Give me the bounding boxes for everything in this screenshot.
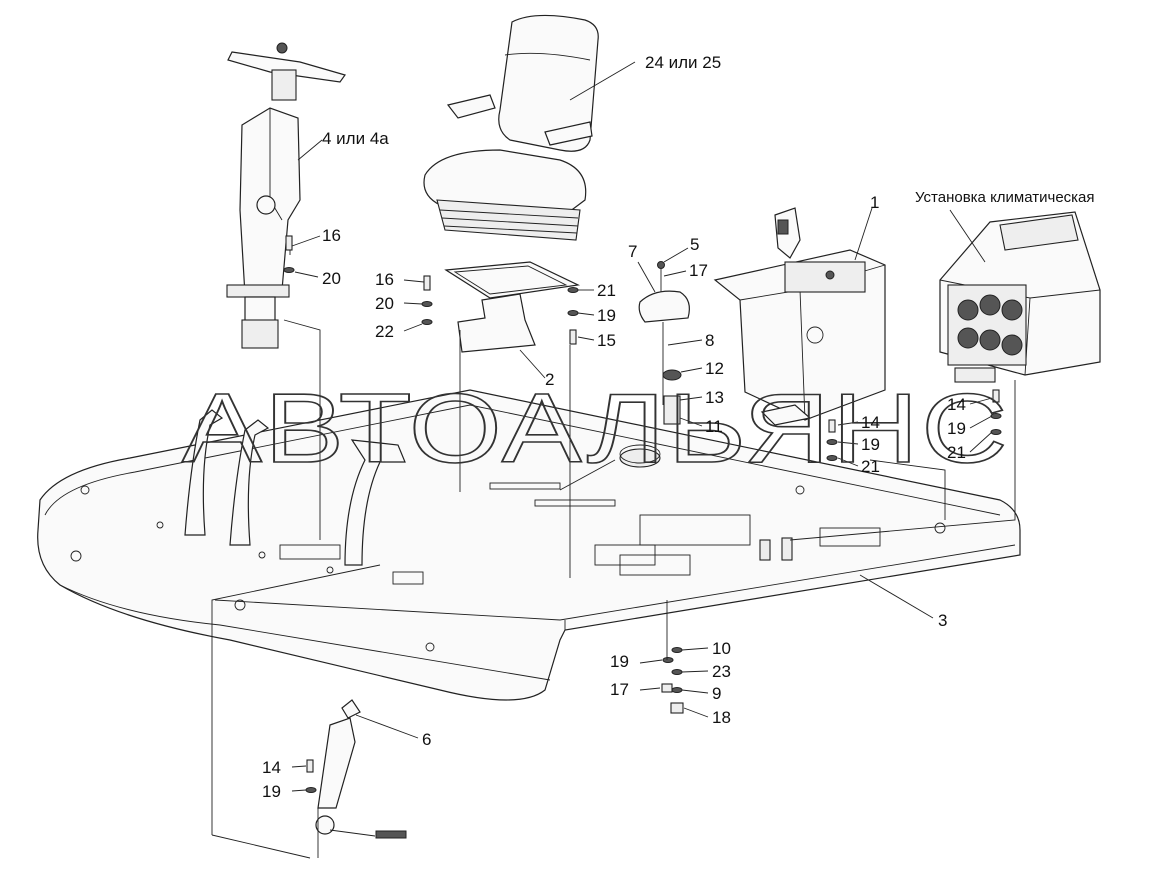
- callout-11: 11: [705, 417, 723, 436]
- cab-floor-platform: [37, 389, 1021, 701]
- callout-20b: 20: [375, 294, 394, 313]
- callout-14b: 14: [947, 395, 966, 414]
- control-console: [713, 207, 886, 426]
- callout-5: 5: [690, 235, 699, 254]
- callout-24-or-25: 24 или 25: [645, 53, 721, 72]
- callout-14a: 14: [861, 413, 880, 432]
- callout-16b: 16: [375, 270, 394, 289]
- callout-19c: 19: [947, 419, 966, 438]
- callout-16a: 16: [322, 226, 341, 245]
- callout-4-or-4a: 4 или 4а: [322, 129, 389, 148]
- projection-lines: [211, 319, 1016, 859]
- climate-unit: [939, 211, 1101, 383]
- callout-12: 12: [705, 359, 724, 378]
- callout-climate-unit: Установка климатическая: [915, 189, 1095, 206]
- callout-17a: 17: [689, 261, 708, 280]
- callout-21a: 21: [597, 281, 616, 300]
- small-parts: [619, 261, 690, 468]
- callout-1: 1: [870, 193, 879, 212]
- callout-13: 13: [705, 388, 724, 407]
- callout-21b: 21: [861, 457, 880, 476]
- callout-10: 10: [712, 639, 731, 658]
- callout-23: 23: [712, 662, 731, 681]
- callout-3: 3: [938, 611, 947, 630]
- callout-9: 9: [712, 684, 721, 703]
- callout-18: 18: [712, 708, 731, 727]
- fasteners: [283, 235, 1002, 793]
- callout-7: 7: [628, 242, 637, 261]
- callout-19e: 19: [262, 782, 281, 801]
- leader-lines: [291, 61, 993, 792]
- steering-column-assembly: [226, 42, 346, 349]
- pedals: [184, 409, 406, 566]
- callout-17b: 17: [610, 680, 629, 699]
- callout-20a: 20: [322, 269, 341, 288]
- callout-19a: 19: [597, 306, 616, 325]
- callout-14c: 14: [262, 758, 281, 777]
- callout-19b: 19: [861, 435, 880, 454]
- callout-21c: 21: [947, 443, 966, 462]
- callout-15: 15: [597, 331, 616, 350]
- callout-22: 22: [375, 322, 394, 341]
- callout-labels: 24 или 25 4 или 4а 16 20 16 20 22 21 19 …: [262, 53, 1095, 801]
- callout-6: 6: [422, 730, 431, 749]
- callout-2: 2: [545, 370, 554, 389]
- operator-seat: [423, 14, 599, 353]
- callout-8: 8: [705, 331, 714, 350]
- callout-19d: 19: [610, 652, 629, 671]
- climate-unit-fan-grilles: [957, 294, 1023, 356]
- lower-lever-assembly: [315, 699, 407, 839]
- watermark: АВТОАЛЬЯНС: [182, 373, 1010, 483]
